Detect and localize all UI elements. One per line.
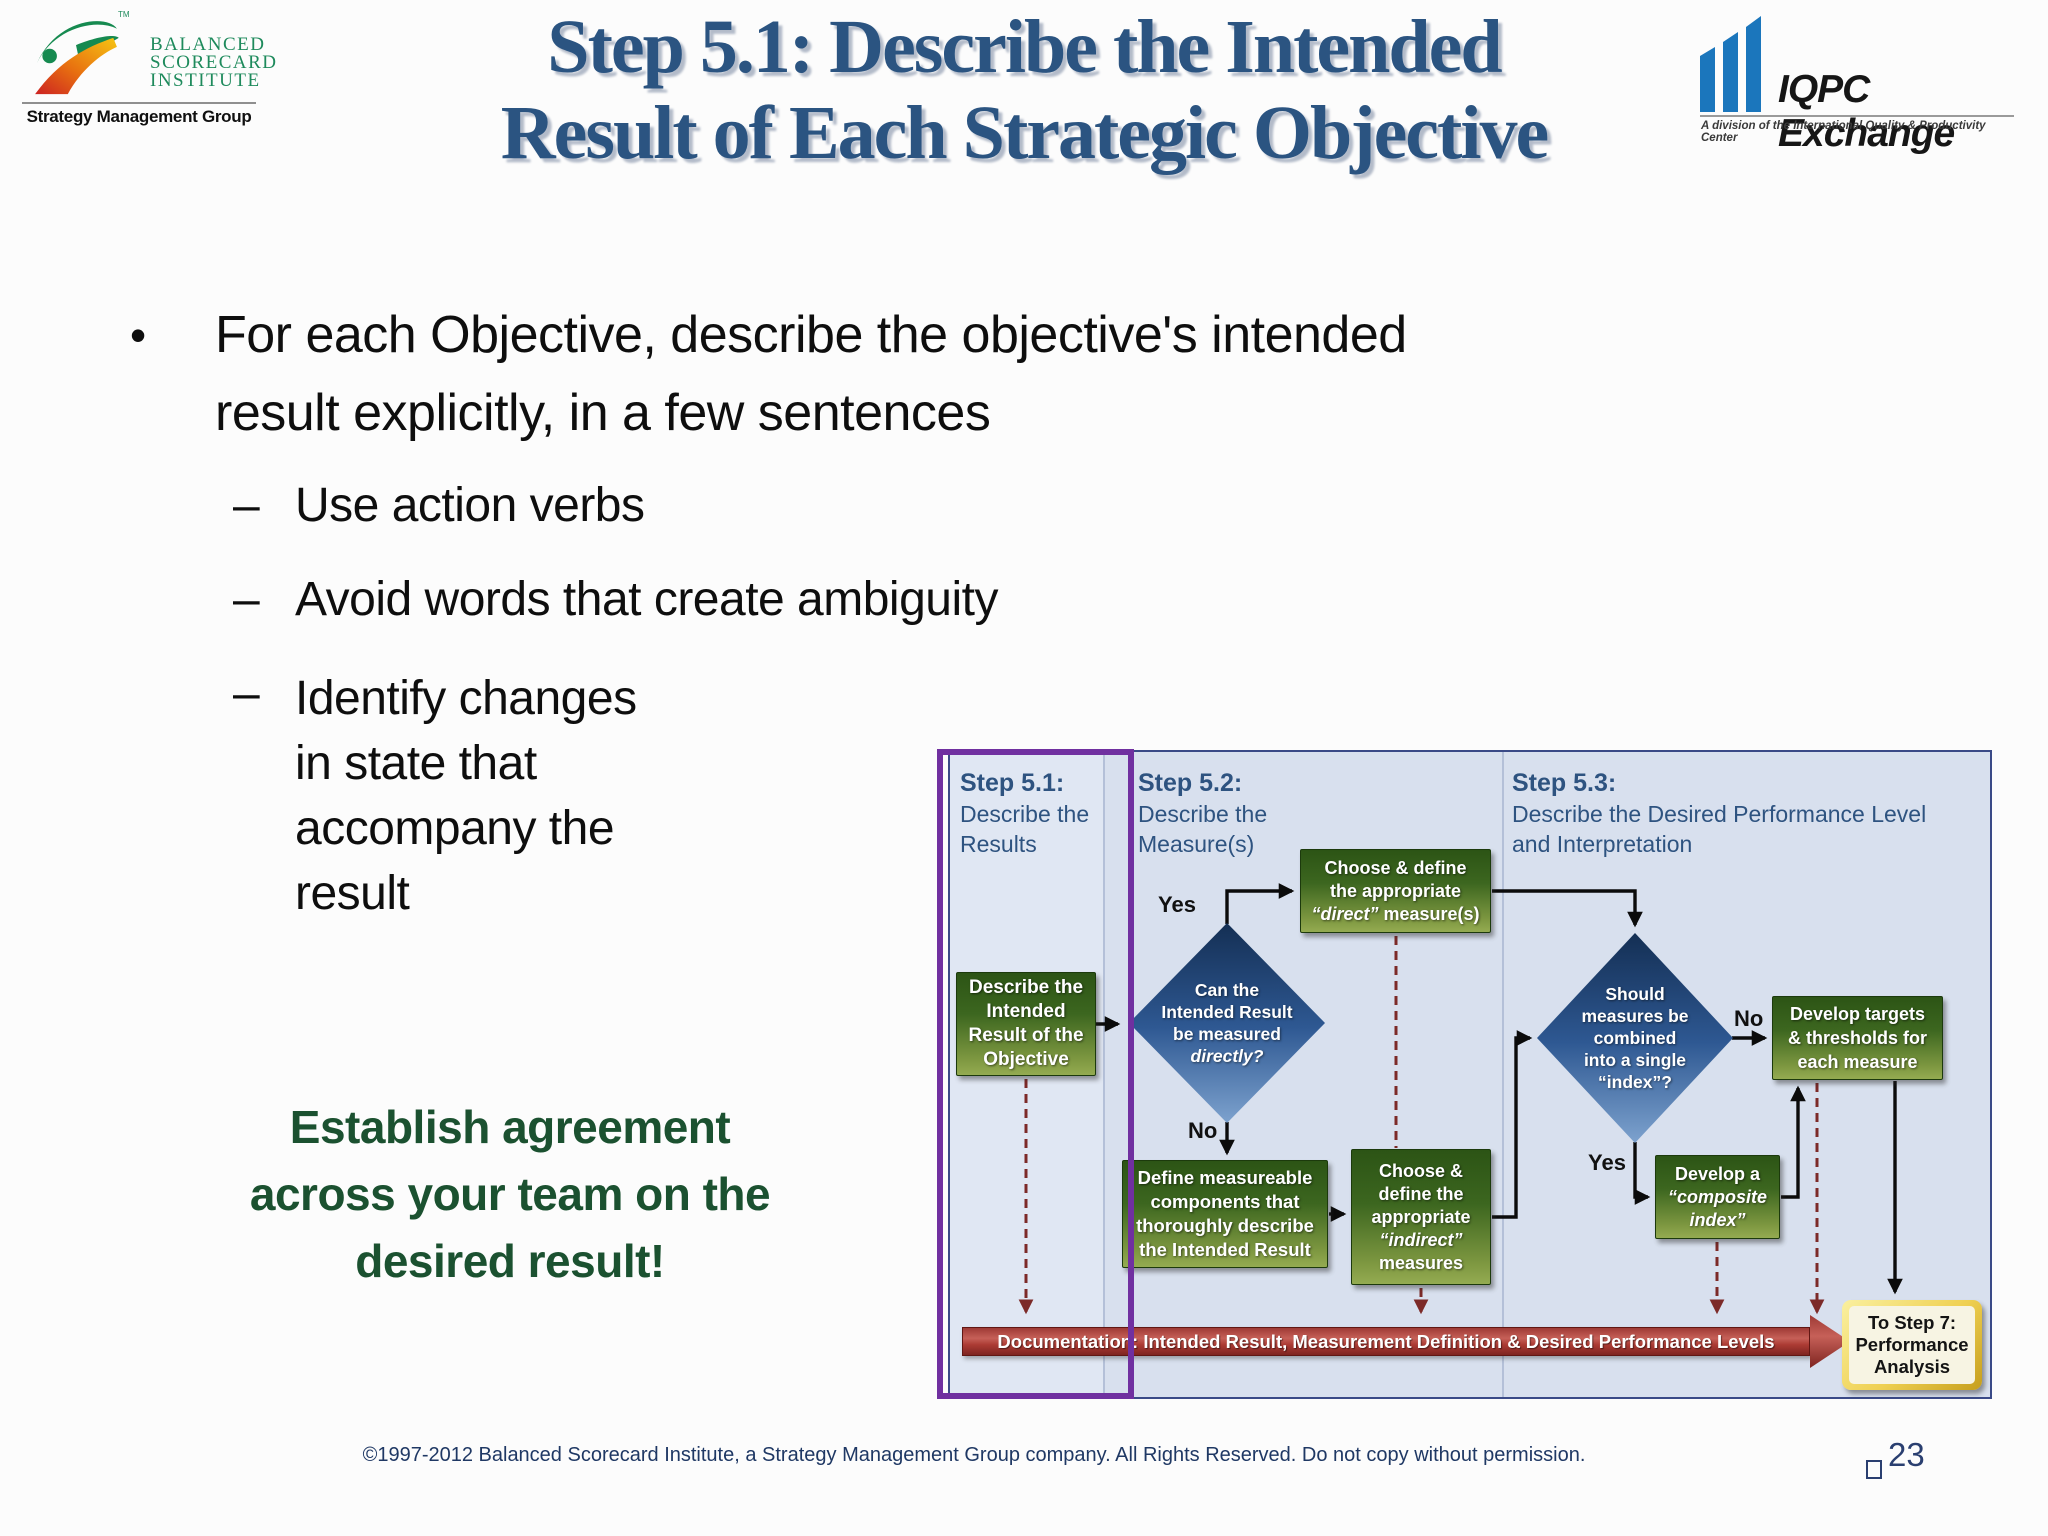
bsi-divider <box>22 102 256 104</box>
label-no: No <box>1188 1118 1218 1143</box>
bullet-main: For each Objective, describe the objecti… <box>215 306 1407 442</box>
bsi-swoosh-icon <box>35 21 119 95</box>
sub-bullet-dash: – <box>233 667 260 720</box>
sub-bullet-dash: – <box>233 479 260 532</box>
footer-copyright: ©1997-2012 Balanced Scorecard Institute,… <box>362 1444 1586 1466</box>
bsi-subtitle: Strategy Management Group <box>26 107 252 126</box>
sub-bullet-2: Avoid words that create ambiguity <box>295 573 998 626</box>
iqpc-bars-icon <box>1700 16 1761 112</box>
iqpc-name: IQPC Exchange <box>1778 68 1955 155</box>
header-step-5-3: Step 5.3: Describe the Desired Performan… <box>1512 769 1927 857</box>
column-divider <box>1502 752 1504 1397</box>
iqpc-logo: IQPC Exchange A division of the Internat… <box>1700 8 2020 155</box>
sub-bullet-1: Use action verbs <box>295 479 645 532</box>
iqpc-divider <box>1700 115 2014 117</box>
bsi-tm: TM <box>118 10 130 19</box>
documentation-banner: Documentation: Intended Result, Measurem… <box>962 1327 1810 1356</box>
page-number-box-icon <box>1866 1460 1882 1479</box>
label-no: No <box>1734 1006 1764 1031</box>
bullet-marker: • <box>130 309 147 361</box>
label-yes: Yes <box>1588 1150 1626 1175</box>
label-yes: Yes <box>1158 892 1196 917</box>
page-number: 23 <box>1888 1436 1925 1473</box>
column-divider <box>1103 752 1105 1397</box>
step-5-1-highlight-frame <box>937 749 1134 1399</box>
flowchart-connectors <box>1018 883 1903 1315</box>
sub-bullet-dash: – <box>233 573 260 626</box>
iqpc-subtitle: A division of the International Quality … <box>1701 120 1986 144</box>
